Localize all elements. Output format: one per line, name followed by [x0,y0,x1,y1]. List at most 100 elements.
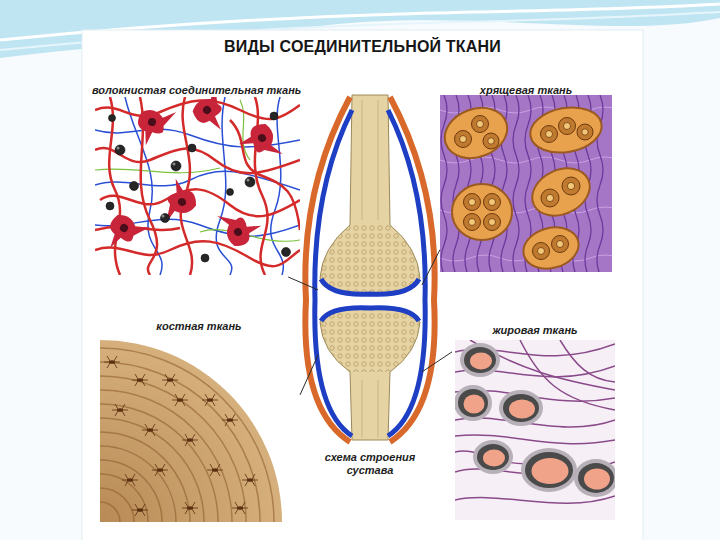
cartilage-fiber [441,95,447,272]
fat-droplet [464,353,611,490]
osteocyte [112,404,128,416]
lacuna [440,100,514,167]
cell-dot [109,115,116,122]
lacuna [452,184,512,240]
bone-lamella [100,474,148,522]
fibrous-tissue-drawing [95,97,300,275]
chondrocyte [455,131,472,148]
articular-cartilage [321,308,419,321]
joint-drawing [362,100,378,438]
fat-droplet [464,395,485,414]
osteocyte [162,374,178,386]
adipocyte-ring [578,463,614,493]
joint-capsule [390,97,435,442]
adipose-fiber [560,340,615,382]
tissue-panel: жировая ткань [452,320,618,522]
fibroblast-cell [153,175,200,223]
chondrocyte [455,116,594,260]
joint-drawing [320,308,420,372]
bone-lamella [100,432,190,522]
leader-line [288,277,318,290]
fat-droplet [532,458,569,484]
cell-dot [201,254,209,262]
adipocyte-ring [458,347,614,493]
bone-lamella [100,446,176,522]
fibroblast-cell [235,120,283,167]
chondrocyte-nucleus [567,182,574,189]
fibroblast-cell [235,120,283,167]
fat-droplet [483,450,505,467]
bone-lamella [100,418,204,522]
osteocyte [152,464,168,476]
adipocyte-halo [574,459,615,497]
adipocyte-halo [455,343,615,497]
dot-highlight [117,147,250,218]
chondrocyte [541,126,558,143]
chondrocyte-nucleus [488,138,494,144]
fat-droplet [584,469,610,490]
fibroblast-cell [100,97,283,260]
fibroblast-cell [233,227,243,237]
bone-tissue-drawing [100,340,282,522]
cell-dot [188,144,196,152]
content-panel [82,30,643,540]
osteocyte [132,374,148,386]
fat-droplet [470,353,492,370]
bone-tissue-drawing [100,340,282,522]
chondrocyte-nucleus [546,194,553,201]
bone-lamella [100,390,232,522]
joint-drawing [305,95,434,442]
fat-droplet [509,400,535,419]
cell-dot [245,177,255,187]
adipocyte-halo [499,390,543,426]
fibroblast-cell [100,209,150,260]
chondrocyte [577,124,593,140]
adipocyte-ring [464,347,496,373]
fibroblast-cell [217,203,265,250]
blue-fiber [95,171,300,190]
chondrocyte [541,189,559,207]
label-row: костная ткань [98,316,300,334]
adipose-fiber [455,435,615,444]
articular-cartilage [321,279,419,294]
cell-dot [106,112,291,262]
adipose-tissue-drawing [455,340,615,520]
fibroblast-cell [119,223,130,234]
fibroblast-cell [177,197,187,207]
synovial-membrane [315,110,425,436]
osteocyte [122,474,138,486]
cartilage-fiber [513,95,519,272]
red-fiber [255,97,268,275]
fibroblast-cell [257,133,267,143]
synovial-membrane [388,110,425,436]
chondrocyte-nucleus [469,219,476,226]
tissue-label: волокнистая соединительная ткань [92,84,301,97]
cell-dot [115,145,125,155]
cell-dot [130,182,139,191]
tissue-panel: хрящевая ткань [440,80,612,275]
adipocyte-halo [473,440,513,474]
cell-dot [171,161,181,171]
chondrocyte-nucleus [469,199,476,206]
chondrocyte [562,177,580,195]
synovial-membrane [315,110,352,436]
cell-dot [106,202,114,210]
red-fiber [95,241,300,266]
chondrocyte [464,214,481,231]
fibroblast-cell [100,209,150,260]
label-row: схема строения сустава [318,451,422,478]
joint-capsule [305,97,350,442]
chondrocyte-nucleus [582,129,588,135]
chondrocyte-nucleus [489,219,496,226]
osteocyte [242,474,258,486]
osteocyte [142,424,158,436]
osteocyte [104,356,258,516]
chondrocyte-nucleus [538,248,545,255]
dot-highlight [117,147,120,150]
chondrocyte-nucleus [460,136,467,143]
chondrocyte [484,214,501,231]
bone-lamella [100,502,120,522]
adipocyte-ring [503,394,539,422]
adipocyte-ring [458,389,488,417]
